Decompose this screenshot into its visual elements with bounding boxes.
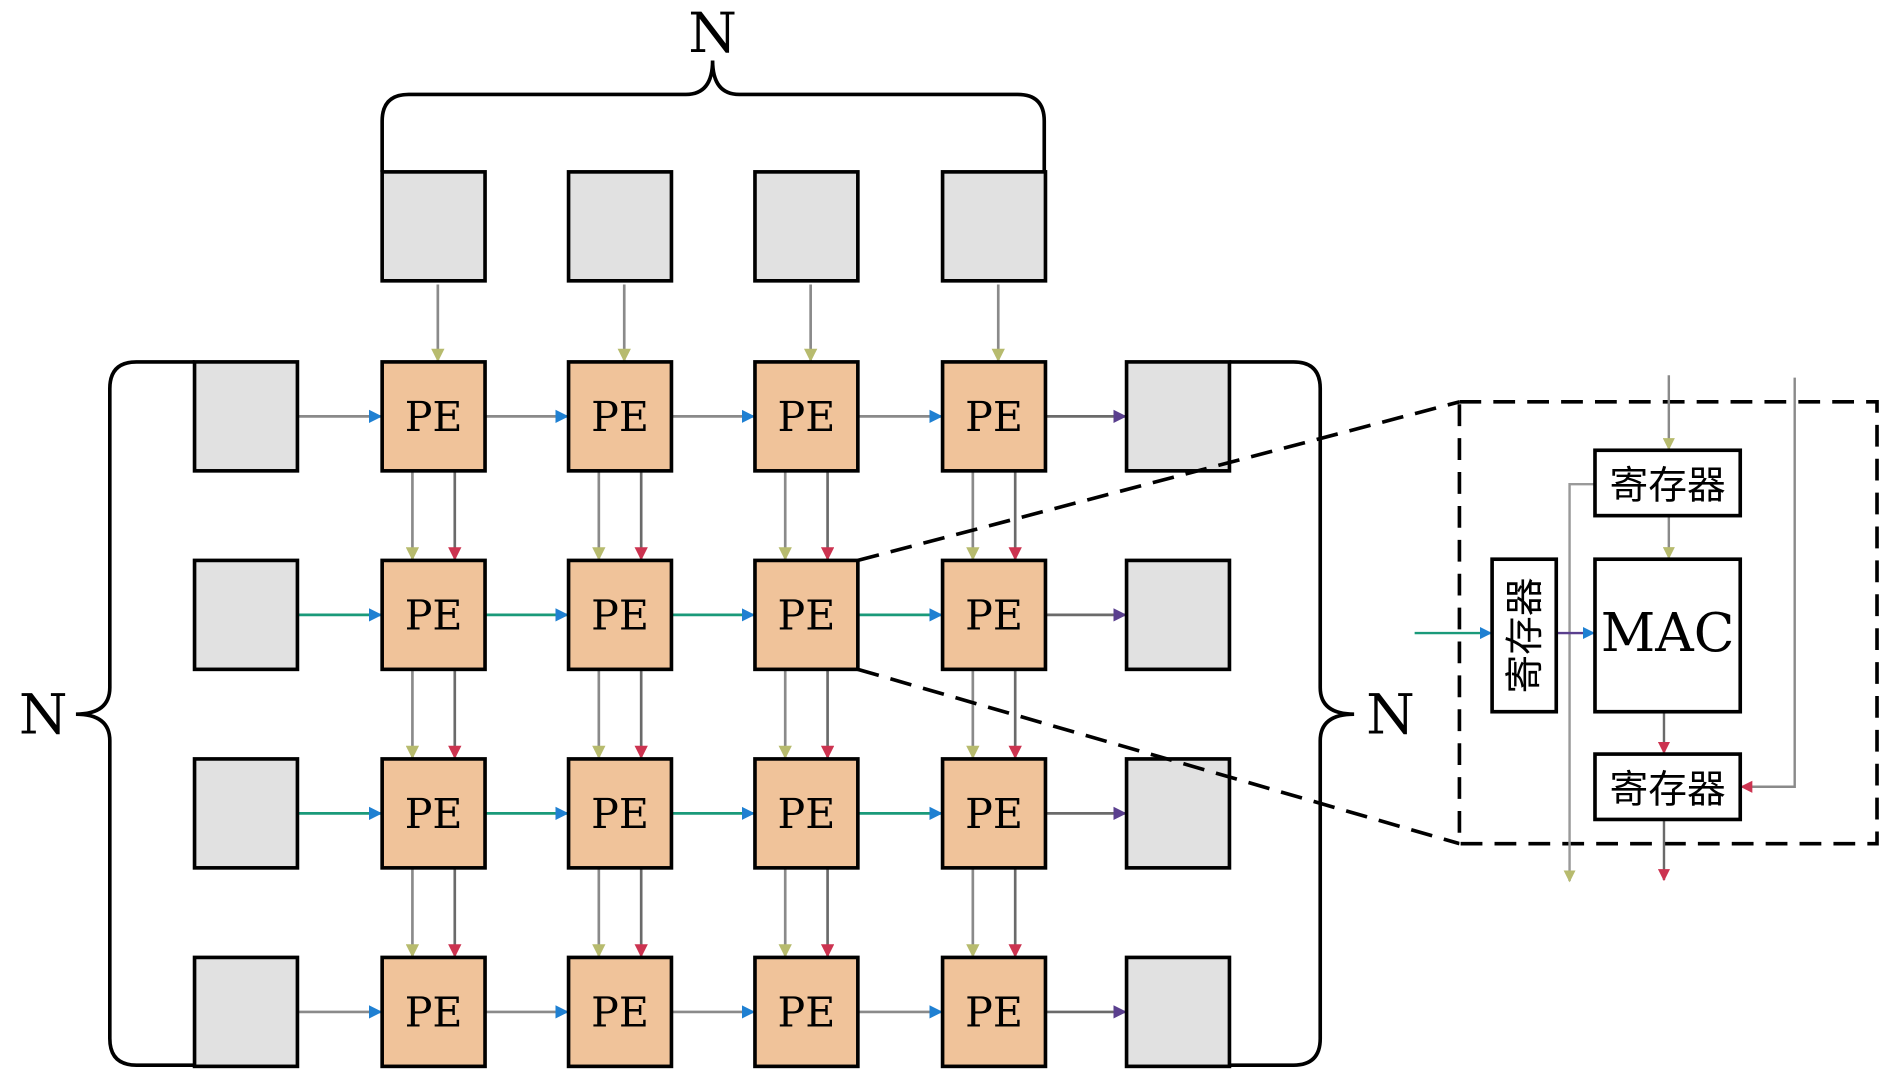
output-register bbox=[1593, 752, 1743, 822]
right-brace bbox=[1229, 360, 1355, 1067]
input-register-label: 寄存器 bbox=[1503, 577, 1548, 693]
input-buffer bbox=[192, 558, 300, 672]
top-brace bbox=[380, 60, 1047, 172]
processing-element bbox=[380, 955, 487, 1069]
pe-label: PE bbox=[965, 790, 1023, 838]
top-brace-label: N bbox=[688, 1, 737, 66]
pe-label: PE bbox=[965, 591, 1023, 639]
right-brace-label: N bbox=[1366, 683, 1415, 748]
input-buffer bbox=[192, 757, 300, 870]
pe-label: PE bbox=[778, 988, 836, 1036]
pe-label: PE bbox=[591, 591, 649, 639]
processing-element bbox=[753, 558, 860, 672]
input-buffer bbox=[192, 360, 300, 473]
processing-element bbox=[566, 558, 674, 672]
pe-label: PE bbox=[591, 790, 649, 838]
pe-label: PE bbox=[778, 790, 836, 838]
output-register-label: 寄存器 bbox=[1610, 768, 1726, 813]
pe-detail-inset: 寄存器 MAC 寄存器 寄存器 bbox=[1414, 375, 1879, 883]
boxes-layer: PE PE PE PE PE PE PE PE PE PE PE PE PE PE PE PE bbox=[192, 170, 1232, 1069]
pe-label: PE bbox=[778, 393, 836, 441]
processing-element bbox=[566, 757, 674, 870]
pe-label: PE bbox=[591, 988, 649, 1036]
weight-pass-arrow bbox=[1563, 482, 1595, 883]
pe-label: PE bbox=[405, 591, 463, 639]
output-buffer bbox=[1124, 360, 1232, 473]
processing-element bbox=[566, 360, 674, 473]
input-register bbox=[1490, 557, 1559, 714]
processing-element bbox=[380, 360, 487, 473]
left-brace-label: N bbox=[19, 683, 68, 748]
processing-element bbox=[380, 757, 487, 870]
processing-element bbox=[940, 558, 1048, 672]
processing-element bbox=[753, 955, 860, 1069]
weight-buffer bbox=[380, 170, 487, 283]
weight-register bbox=[1593, 448, 1743, 518]
pe-label: PE bbox=[405, 988, 463, 1036]
processing-element bbox=[753, 757, 860, 870]
pe-label: PE bbox=[965, 393, 1023, 441]
arrows-layer bbox=[298, 284, 1127, 1019]
pe-label: PE bbox=[778, 591, 836, 639]
mac-unit bbox=[1593, 557, 1743, 714]
output-buffer bbox=[1124, 757, 1232, 870]
weight-register-label: 寄存器 bbox=[1610, 464, 1726, 509]
output-buffer bbox=[1124, 955, 1232, 1069]
zoom-line-top bbox=[857, 400, 1460, 563]
weight-buffer bbox=[753, 170, 860, 283]
zoom-line-bottom bbox=[857, 667, 1460, 846]
pe-label: PE bbox=[405, 790, 463, 838]
pe-label: PE bbox=[965, 988, 1023, 1036]
processing-element bbox=[380, 558, 487, 672]
processing-element bbox=[753, 360, 860, 473]
pe-label: PE bbox=[405, 393, 463, 441]
psum-in-arrow bbox=[1740, 377, 1796, 793]
input-buffer bbox=[192, 955, 300, 1069]
processing-element bbox=[940, 955, 1048, 1069]
mac-label: MAC bbox=[1601, 602, 1735, 664]
output-buffer bbox=[1124, 558, 1232, 672]
weight-buffer bbox=[566, 170, 674, 283]
pe-label: PE bbox=[591, 393, 649, 441]
left-brace bbox=[75, 360, 195, 1067]
processing-element bbox=[566, 955, 674, 1069]
processing-element bbox=[940, 360, 1048, 473]
processing-element bbox=[940, 757, 1048, 870]
weight-buffer bbox=[940, 170, 1048, 283]
